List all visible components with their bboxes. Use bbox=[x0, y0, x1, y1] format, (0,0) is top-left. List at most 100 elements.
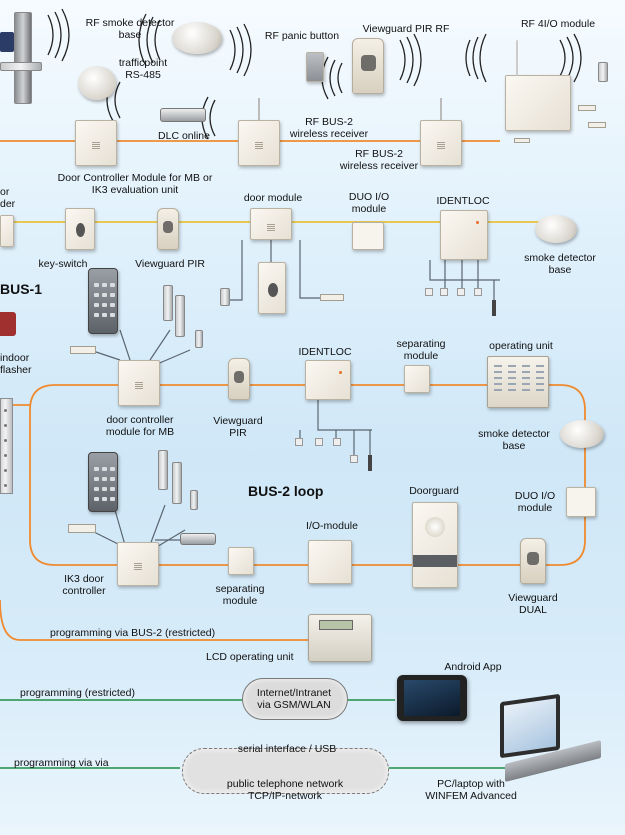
identloc-mid-reader-1 bbox=[295, 438, 303, 446]
identloc-top-reader-2 bbox=[440, 288, 448, 296]
key-switch-device bbox=[65, 208, 95, 250]
reader-device bbox=[0, 215, 14, 247]
identloc-mid-reader-3 bbox=[333, 438, 341, 446]
rf-4io-contact-1 bbox=[578, 105, 596, 111]
device-cables bbox=[89, 240, 500, 549]
identloc-top-reader-1 bbox=[425, 288, 433, 296]
identloc-mid-device bbox=[305, 360, 351, 400]
door-module-strike bbox=[220, 288, 230, 306]
label-duo-io-top: DUO I/O module bbox=[348, 191, 390, 215]
label-viewguard-dual: Viewguard DUAL bbox=[508, 592, 558, 616]
door-handle-lock bbox=[0, 12, 42, 104]
label-dlc-online: DLC online bbox=[158, 130, 210, 142]
label-serial-usb: serial interface / USB bbox=[237, 743, 337, 755]
ik3-keypad bbox=[88, 452, 118, 512]
label-identloc-mid: IDENTLOC bbox=[298, 346, 352, 358]
mb-strike-3 bbox=[195, 330, 203, 348]
viewguard-dual-device bbox=[520, 538, 546, 584]
label-doorguard: Doorguard bbox=[409, 485, 459, 497]
door-controller-module-top bbox=[75, 120, 117, 166]
label-rf-smoke-detector: RF smoke detector base bbox=[85, 17, 175, 41]
label-trafficpoint: trafficpoint RS-485 bbox=[118, 57, 168, 81]
label-rf-bus2-a: RF BUS-2 wireless receiver bbox=[289, 116, 369, 140]
separating-module-bottom-device bbox=[228, 547, 254, 575]
heading-bus2-loop: BUS-2 loop bbox=[248, 483, 324, 499]
ik3-strike-3 bbox=[190, 490, 198, 510]
trafficpoint-device bbox=[78, 66, 116, 100]
label-viewguard-pir-rf: Viewguard PIR RF bbox=[362, 23, 450, 35]
doorguard-device bbox=[412, 502, 458, 588]
ik3-strike-1 bbox=[158, 450, 168, 490]
label-separating-module-top: separating module bbox=[396, 338, 446, 362]
label-separating-module-bottom: separating module bbox=[215, 583, 265, 607]
label-door-controller-mb: door controller module for MB bbox=[105, 414, 175, 438]
identloc-mid-reader-4 bbox=[350, 455, 358, 463]
viewguard-pir-rf bbox=[352, 38, 384, 94]
label-smoke-detector-right: smoke detector base bbox=[478, 428, 550, 452]
label-rf-4io-module: RF 4I/O module bbox=[520, 18, 596, 30]
android-tablet[interactable] bbox=[397, 675, 467, 721]
label-lcd-operating-unit: LCD operating unit bbox=[206, 651, 294, 663]
label-operating-unit: operating unit bbox=[489, 340, 553, 352]
label-identloc-top: IDENTLOC bbox=[436, 195, 490, 207]
rf-bus2-receiver-b bbox=[420, 120, 462, 166]
lcd-operating-unit-device bbox=[308, 614, 372, 662]
laptop-screen[interactable] bbox=[500, 693, 560, 759]
label-viewguard-pir-1: Viewguard PIR bbox=[135, 258, 205, 270]
label-internet: Internet/Intranet via GSM/WLAN bbox=[256, 687, 332, 711]
label-android-app: Android App bbox=[444, 661, 502, 673]
identloc-top-device bbox=[440, 210, 488, 260]
identloc-top-reader-3 bbox=[457, 288, 465, 296]
rf-4io-lock-1 bbox=[598, 62, 608, 82]
label-pc-laptop: PC/laptop with WINFEM Advanced bbox=[425, 778, 517, 802]
viewguard-pir-1-device bbox=[157, 208, 179, 250]
duo-io-right-device bbox=[566, 487, 596, 517]
label-door-controller-mb-ik3: Door Controller Module for MB or IK3 eva… bbox=[57, 172, 213, 196]
label-prog-bus2: programming via BUS-2 (restricted) bbox=[50, 627, 216, 639]
smoke-detector-top-device bbox=[535, 215, 577, 243]
door-controller-mb-device bbox=[118, 360, 160, 406]
io-module-device bbox=[308, 540, 352, 584]
mb-strike-1 bbox=[163, 285, 173, 321]
label-rf-panic-button: RF panic button bbox=[264, 30, 340, 42]
label-or-reader: or der bbox=[0, 186, 16, 210]
mb-contact bbox=[70, 346, 96, 354]
label-prog-restricted: programming (restricted) bbox=[20, 687, 135, 699]
pstn-cloud bbox=[182, 748, 389, 794]
bus2-loop-line bbox=[29, 384, 586, 566]
ik3-cylinder bbox=[180, 533, 216, 545]
viewguard-pir-2-device bbox=[228, 358, 250, 400]
door-module-keypad bbox=[258, 262, 286, 314]
identloc-mid-key bbox=[368, 455, 372, 471]
label-door-module: door module bbox=[243, 192, 303, 204]
control-panel bbox=[0, 398, 13, 494]
label-io-module: I/O-module bbox=[306, 520, 358, 532]
identloc-top-reader-4 bbox=[474, 288, 482, 296]
rf-bus2-receiver-a bbox=[238, 120, 280, 166]
label-key-switch: key-switch bbox=[38, 258, 88, 270]
label-ik3-door-controller: IK3 door controller bbox=[62, 573, 106, 597]
internet-cloud bbox=[242, 678, 348, 720]
ik3-door-controller-device bbox=[117, 542, 159, 586]
indoor-flasher-device bbox=[0, 312, 16, 336]
rf-4io-contact-3 bbox=[514, 138, 530, 143]
label-prog-via-via: programming via via bbox=[14, 757, 109, 769]
heading-bus1: BUS-1 bbox=[0, 281, 43, 297]
rf-4io-contact-2 bbox=[588, 122, 606, 128]
rf-bus2-antenna-b bbox=[440, 98, 442, 120]
door-module-contact bbox=[320, 294, 344, 301]
prog-bus2-line bbox=[0, 599, 318, 641]
identloc-top-key bbox=[492, 300, 496, 316]
dlc-online-cylinder bbox=[160, 108, 206, 122]
door-module-device bbox=[250, 208, 292, 240]
operating-unit-device bbox=[487, 356, 549, 408]
label-pstn: public telephone network TCP/IP-network bbox=[226, 778, 344, 802]
ik3-contact bbox=[68, 524, 96, 533]
label-smoke-detector-top: smoke detector base bbox=[524, 252, 596, 276]
separating-module-top-device bbox=[404, 365, 430, 393]
mb-keypad bbox=[88, 268, 118, 334]
mb-strike-2 bbox=[175, 295, 185, 337]
ik3-strike-2 bbox=[172, 462, 182, 504]
label-viewguard-pir-2: Viewguard PIR bbox=[213, 415, 263, 439]
rf-smoke-detector bbox=[172, 22, 222, 54]
